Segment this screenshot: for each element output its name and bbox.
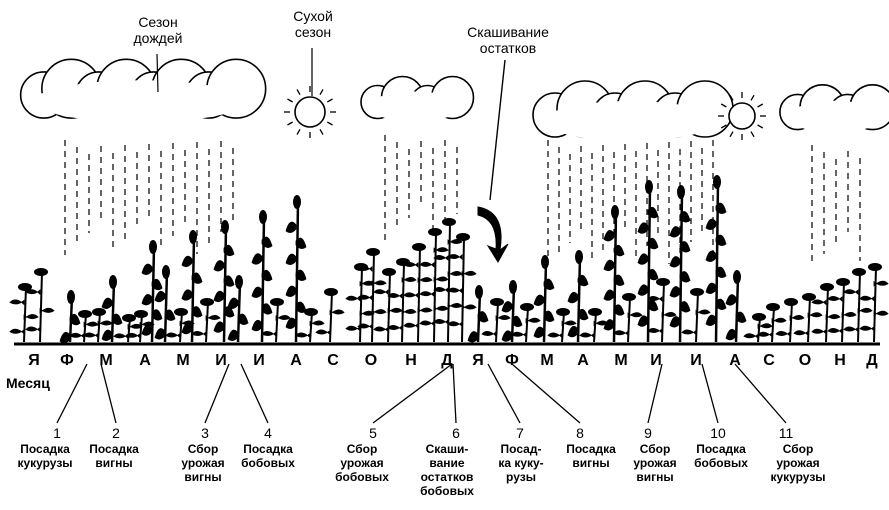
event-pointer-line xyxy=(101,364,116,423)
month-label: М xyxy=(173,352,193,370)
plant-icon xyxy=(758,303,786,342)
rain-season-label: Сезон дождей xyxy=(118,14,198,46)
event-pointer-line xyxy=(512,364,580,423)
mowing-label: Скашивание остатков xyxy=(448,24,568,56)
month-label: М xyxy=(96,352,116,370)
plant-icon xyxy=(534,255,554,342)
event-pointer-line xyxy=(648,364,662,423)
event-description: Сбор урожая бобовых xyxy=(322,442,402,484)
event-pointer-line xyxy=(57,364,87,423)
arrow-icon xyxy=(478,207,508,262)
plant-icon xyxy=(155,265,175,342)
plant-icon xyxy=(296,308,324,342)
event-pointer-line xyxy=(373,364,452,423)
plant-icon xyxy=(102,275,122,342)
plant-icon xyxy=(286,195,306,342)
event-pointer-line xyxy=(205,364,229,423)
plant-icon xyxy=(638,180,658,342)
plant-icon xyxy=(706,175,726,342)
sun-icon xyxy=(284,86,336,138)
event-number: 10 xyxy=(706,425,730,441)
event-description: Посадка вигны xyxy=(74,442,154,470)
plant-icon xyxy=(448,233,476,342)
event-number: 9 xyxy=(636,425,660,441)
month-label: А xyxy=(135,352,155,370)
event-pointer-line xyxy=(488,364,520,423)
month-label: М xyxy=(611,352,631,370)
rain-icon xyxy=(65,140,233,255)
plant-icon xyxy=(860,263,888,342)
month-label: А xyxy=(573,352,593,370)
dry-season-label: Сухой сезон xyxy=(278,8,348,40)
month-label: Н xyxy=(401,352,421,370)
cloud-icon xyxy=(533,81,733,141)
event-description: Посадка бобовых xyxy=(681,442,761,470)
month-label: И xyxy=(646,352,666,370)
event-description: Посадка кукурузы xyxy=(5,442,85,470)
month-label: Д xyxy=(862,352,882,370)
rain-icon xyxy=(812,145,860,265)
plant-icon xyxy=(316,288,344,342)
month-label: С xyxy=(759,352,779,370)
cloud-icon xyxy=(21,59,266,122)
event-description: Скаши- вание остатков бобовых xyxy=(407,442,487,498)
plant-icon xyxy=(26,268,54,342)
plant-icon xyxy=(568,250,588,342)
plant-icon xyxy=(374,268,402,342)
month-label: А xyxy=(286,352,306,370)
event-number: 6 xyxy=(444,425,468,441)
plant-icon xyxy=(214,220,234,342)
plant-icon xyxy=(142,240,162,342)
event-number: 11 xyxy=(774,425,798,441)
plant-icon xyxy=(682,288,710,342)
event-number: 3 xyxy=(193,425,217,441)
month-label: А xyxy=(725,352,745,370)
plant-icon xyxy=(844,268,872,342)
month-label: Ф xyxy=(502,352,522,370)
plant-icon xyxy=(252,210,272,342)
month-label: Н xyxy=(830,352,850,370)
month-label: И xyxy=(211,352,231,370)
event-number: 8 xyxy=(568,425,592,441)
event-pointer-line xyxy=(702,364,718,423)
month-axis-label: Месяц xyxy=(6,375,66,391)
month-label: Д xyxy=(437,352,457,370)
event-pointer-line xyxy=(453,364,456,423)
month-label: И xyxy=(686,352,706,370)
event-number: 1 xyxy=(45,425,69,441)
event-number: 5 xyxy=(361,425,385,441)
event-pointer-line xyxy=(241,364,268,423)
month-label: О xyxy=(795,352,815,370)
month-label: Я xyxy=(24,352,44,370)
plant-icon xyxy=(726,270,746,342)
month-label: Я xyxy=(468,352,488,370)
month-label: О xyxy=(361,352,381,370)
pointer-line xyxy=(490,60,505,200)
event-pointer-line xyxy=(735,364,786,423)
month-label: С xyxy=(323,352,343,370)
cloud-icon xyxy=(780,85,889,133)
event-description: Посад- ка куку- рузы xyxy=(481,442,561,484)
event-number: 2 xyxy=(104,425,128,441)
event-number: 4 xyxy=(256,425,280,441)
plant-icon xyxy=(614,293,642,342)
plant-icon xyxy=(192,298,220,342)
plant-icon xyxy=(182,230,202,342)
month-label: И xyxy=(249,352,269,370)
plant-icon xyxy=(604,205,624,342)
month-label: М xyxy=(537,352,557,370)
cloud-icon xyxy=(361,77,474,122)
month-label: Ф xyxy=(57,352,77,370)
event-description: Сбор урожая кукурузы xyxy=(758,442,838,484)
plant-icon xyxy=(346,263,374,342)
event-number: 7 xyxy=(508,425,532,441)
plant-icon xyxy=(744,313,772,342)
event-description: Посадка бобовых xyxy=(228,442,308,470)
